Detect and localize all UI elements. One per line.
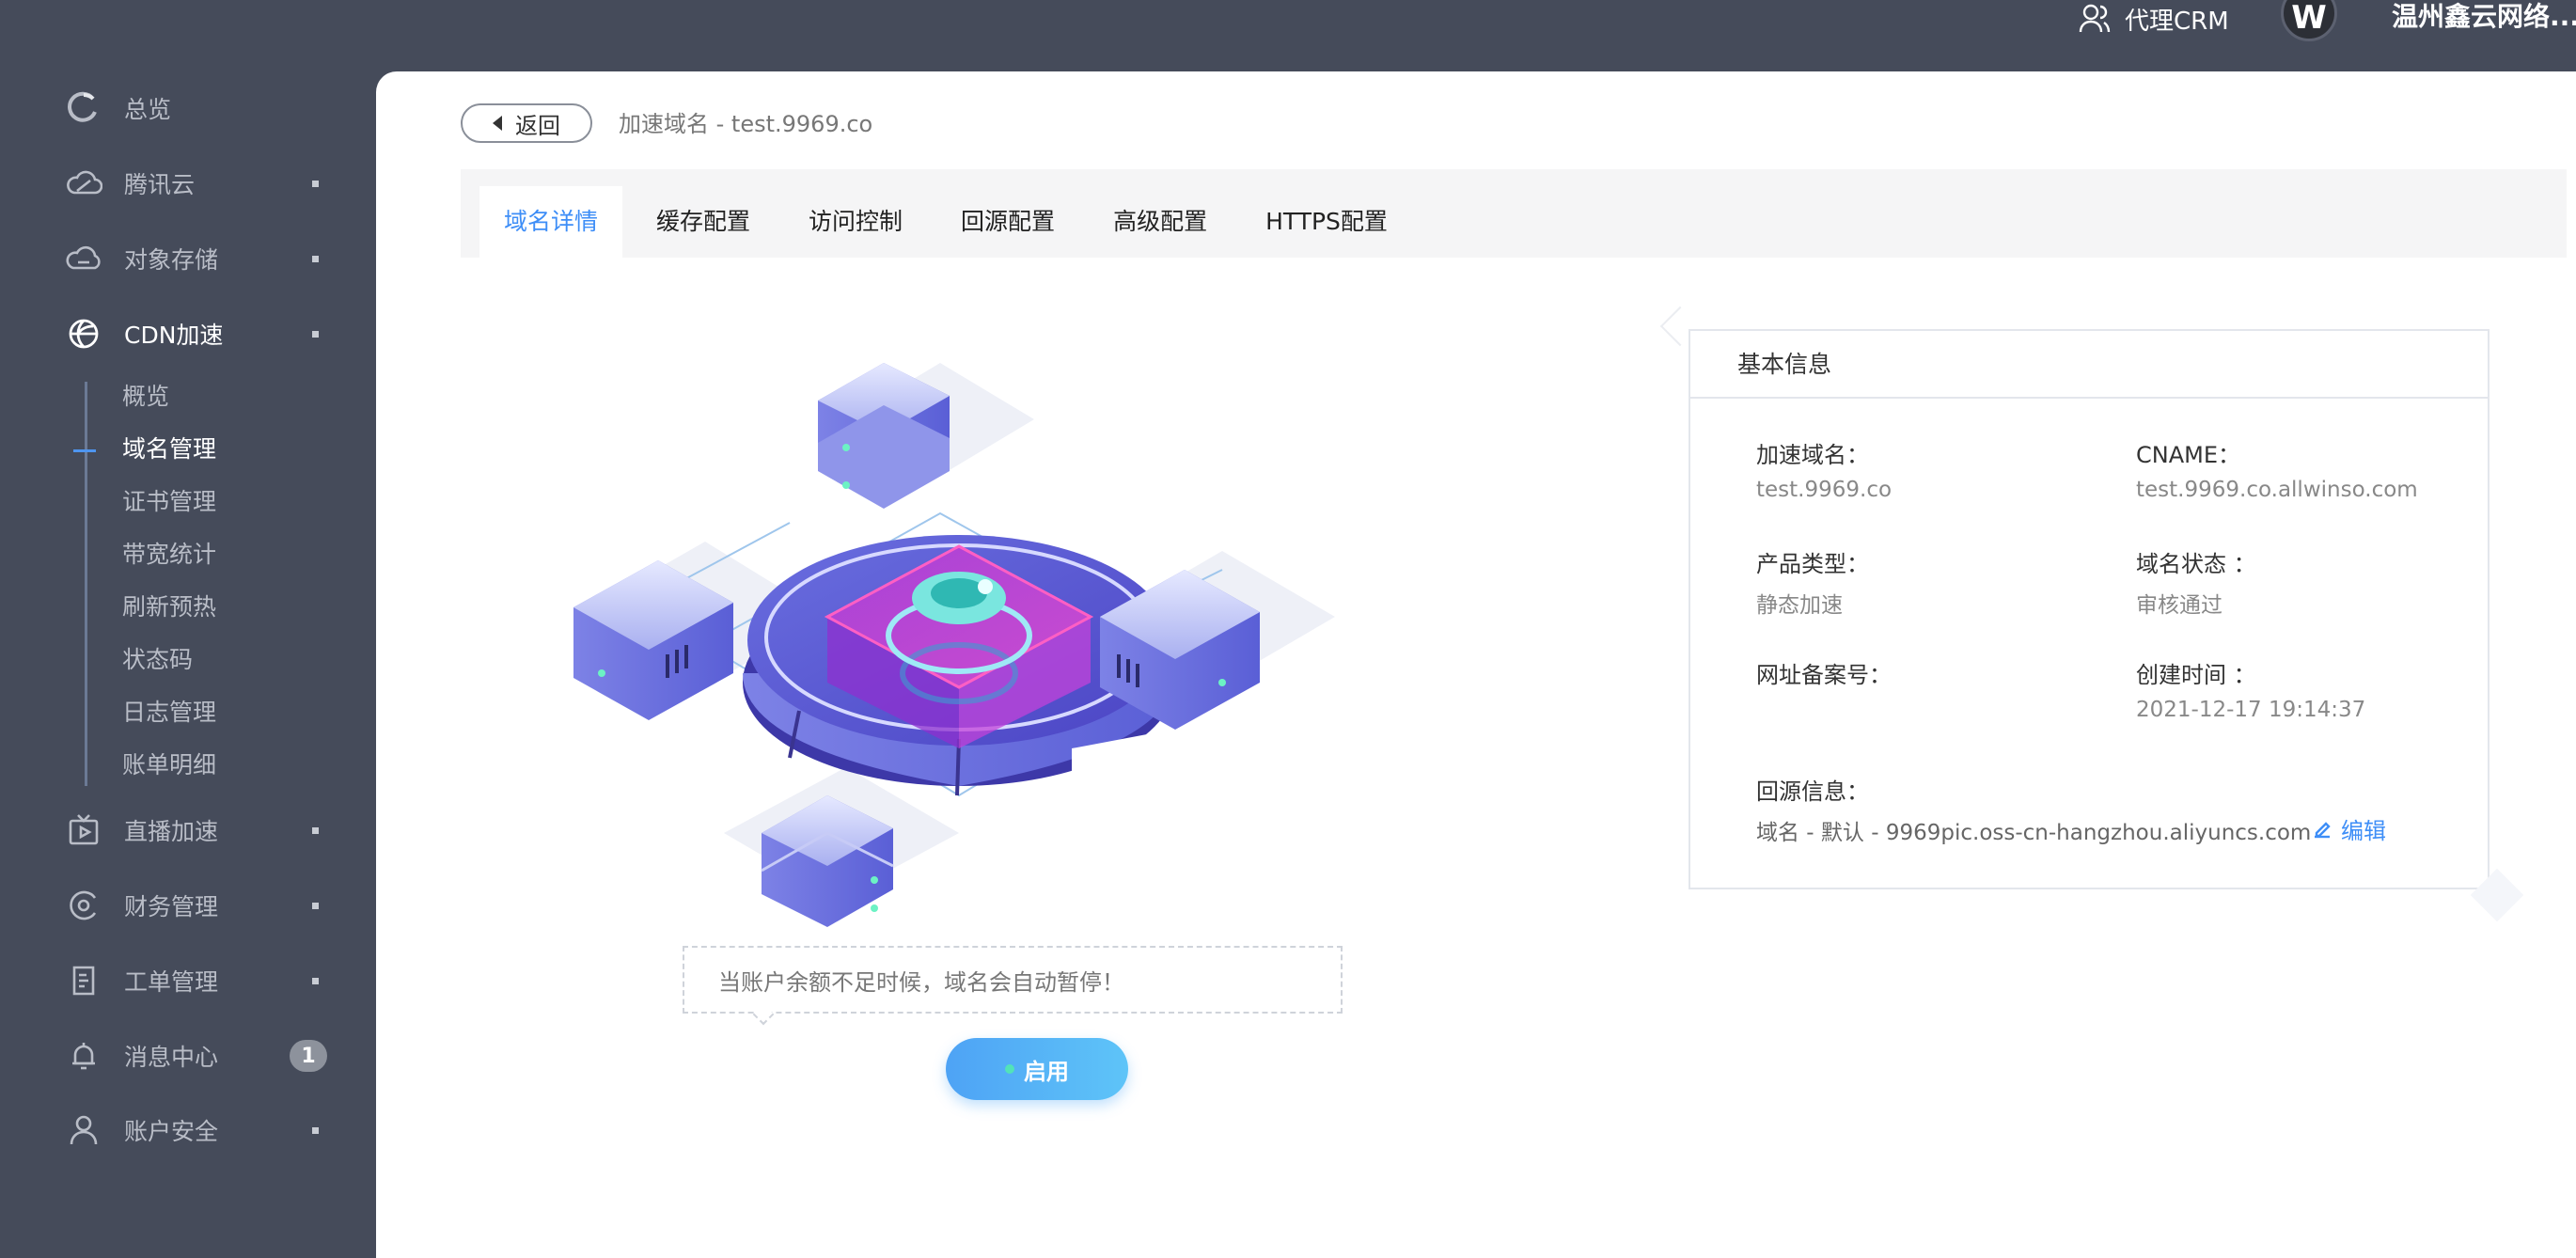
product-type-label: 产品类型： xyxy=(1756,551,1869,577)
nav-label: 工单管理 xyxy=(124,968,219,996)
subnav-billing[interactable]: 账单明细 xyxy=(122,751,217,778)
crm-label: 代理CRM xyxy=(2125,7,2229,36)
back-button[interactable]: 返回 xyxy=(461,103,592,143)
server-right xyxy=(1100,570,1260,730)
active-marker xyxy=(73,449,96,452)
edit-label: 编辑 xyxy=(2341,818,2386,844)
nav-messages[interactable]: 消息中心 1 xyxy=(0,1028,376,1084)
expand-indicator xyxy=(312,977,319,984)
created-value: 2021-12-17 19:14:37 xyxy=(2136,698,2366,722)
subnav-logs[interactable]: 日志管理 xyxy=(122,699,217,726)
domain-status-label: 域名状态 ： xyxy=(2136,551,2256,577)
balance-notice: 当账户余额不足时候，域名会自动暂停！ xyxy=(683,946,1343,1026)
nav-label: 对象存储 xyxy=(124,246,219,274)
subnav-refresh[interactable]: 刷新预热 xyxy=(122,593,217,621)
expand-indicator xyxy=(312,1126,319,1134)
user-group-icon xyxy=(2079,4,2111,33)
server-top xyxy=(818,363,950,509)
expand-indicator xyxy=(312,902,319,909)
nav-label: 账户安全 xyxy=(124,1118,219,1145)
nav-tencent-cloud[interactable]: 腾讯云 xyxy=(0,155,376,212)
nav-overview[interactable]: 总览 xyxy=(0,80,376,136)
nav-live[interactable]: 直播加速 xyxy=(0,802,376,858)
notice-text: 当账户余额不足时候，域名会自动暂停！ xyxy=(718,968,1124,996)
expand-indicator xyxy=(312,330,319,338)
back-label: 返回 xyxy=(515,112,560,139)
cname-value: test.9969.co.allwinso.com xyxy=(2136,478,2418,502)
bell-icon xyxy=(64,1036,103,1076)
product-type-value: 静态加速 xyxy=(1756,593,1843,618)
tab-domain-details[interactable]: 域名详情 xyxy=(479,186,623,258)
tab-access-control[interactable]: 访问控制 xyxy=(809,208,903,235)
avatar[interactable]: W xyxy=(2281,0,2337,41)
edit-icon xyxy=(2315,821,2331,838)
expand-indicator xyxy=(312,255,319,262)
notice-tail xyxy=(752,1003,775,1026)
agent-crm-link[interactable]: 代理CRM xyxy=(2078,0,2229,38)
nav-label: 直播加速 xyxy=(124,818,219,845)
nav-label: 总览 xyxy=(124,96,172,123)
tab-advanced-config[interactable]: 高级配置 xyxy=(1113,208,1208,235)
sidebar: 总览 腾讯云 对象存储 CDN加速 概览 域名管理 证书管理 带宽统计 刷新预热… xyxy=(0,71,376,1258)
origin-value: 域名 - 默认 - 9969pic.oss-cn-hangzhou.aliyun… xyxy=(1756,821,2312,845)
object-storage-icon xyxy=(64,239,103,278)
origin-label: 回源信息： xyxy=(1756,778,1869,805)
edit-origin-link[interactable]: 编辑 xyxy=(2311,812,2386,845)
nav-cdn[interactable]: CDN加速 xyxy=(0,306,376,362)
cname-label: CNAME： xyxy=(2136,442,2240,468)
tab-https-config[interactable]: HTTPS配置 xyxy=(1265,208,1388,235)
server-bottom xyxy=(761,795,894,927)
card-title: 基本信息 xyxy=(1690,331,2488,399)
nav-label: 财务管理 xyxy=(124,893,219,920)
live-tv-icon xyxy=(64,810,103,850)
back-arrow-icon xyxy=(493,116,502,131)
subnav-certificate[interactable]: 证书管理 xyxy=(122,488,217,515)
basic-info-card: 基本信息 加速域名： test.9969.co CNAME： test.9969… xyxy=(1689,329,2490,889)
user-icon xyxy=(64,1110,103,1150)
company-name[interactable]: 温州鑫云网络... xyxy=(2392,1,2576,32)
domain-label: 加速域名： xyxy=(1756,442,1869,468)
unread-badge: 1 xyxy=(290,1040,327,1072)
status-dot-icon xyxy=(1005,1064,1014,1074)
breadcrumb: 加速域名 - test.9969.co xyxy=(619,111,873,137)
server-left xyxy=(573,560,733,720)
domain-value: test.9969.co xyxy=(1756,478,1893,502)
main-panel: 返回 加速域名 - test.9969.co 域名详情 缓存配置 访问控制 回源… xyxy=(376,71,2576,1258)
created-label: 创建时间 ： xyxy=(2136,662,2256,688)
cdn-globe-icon xyxy=(64,314,103,354)
submenu-line xyxy=(73,382,96,786)
tencent-cloud-icon xyxy=(64,164,103,203)
finance-icon xyxy=(64,886,103,925)
nav-tickets[interactable]: 工单管理 xyxy=(0,952,376,1009)
nav-finance[interactable]: 财务管理 xyxy=(0,877,376,934)
nav-object-storage[interactable]: 对象存储 xyxy=(0,230,376,287)
subnav-domain-management[interactable]: 域名管理 xyxy=(122,435,217,463)
top-bar: 代理CRM W 温州鑫云网络... xyxy=(0,0,2576,71)
overview-icon xyxy=(64,88,103,128)
cdn-network-illustration xyxy=(573,363,1335,927)
expand-indicator xyxy=(312,826,319,834)
tab-origin-config[interactable]: 回源配置 xyxy=(961,208,1056,235)
icp-label: 网址备案号： xyxy=(1756,662,1892,688)
subnav-status-code[interactable]: 状态码 xyxy=(122,646,194,673)
enable-label: 启用 xyxy=(1024,1058,1069,1085)
tab-cache-config[interactable]: 缓存配置 xyxy=(656,208,751,235)
nav-label: 消息中心 xyxy=(124,1044,219,1071)
tab-bar: 域名详情 缓存配置 访问控制 回源配置 高级配置 HTTPS配置 xyxy=(461,169,2567,258)
expand-indicator xyxy=(312,180,319,187)
ticket-icon xyxy=(64,961,103,1000)
subnav-overview[interactable]: 概览 xyxy=(122,383,170,410)
domain-status-value: 审核通过 xyxy=(2136,593,2223,618)
nav-label: 腾讯云 xyxy=(124,171,196,198)
nav-account-security[interactable]: 账户安全 xyxy=(0,1102,376,1158)
subnav-bandwidth[interactable]: 带宽统计 xyxy=(122,541,217,568)
enable-button[interactable]: 启用 xyxy=(946,1038,1128,1100)
nav-label: CDN加速 xyxy=(124,322,224,349)
